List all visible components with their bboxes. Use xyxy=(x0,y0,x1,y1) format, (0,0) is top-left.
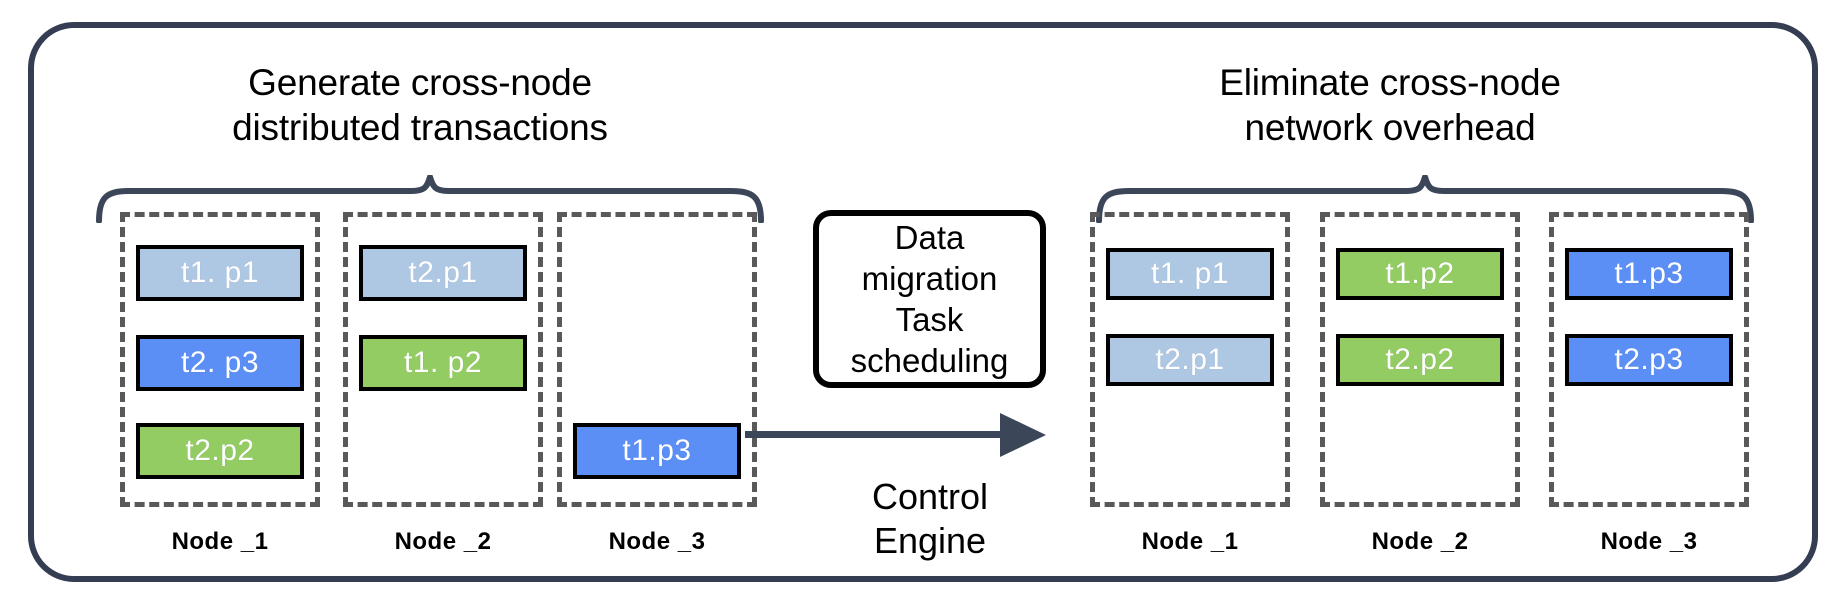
brace-left-icon xyxy=(96,175,764,223)
section-caption-before: Generate cross-node distributed transact… xyxy=(232,62,608,148)
migration-arrow-head-icon xyxy=(1000,413,1046,457)
tile-after-1-0: t1. p1 xyxy=(1106,248,1274,300)
tile-after-3-1: t2.p3 xyxy=(1565,334,1733,386)
tile-before-2-0: t2.p1 xyxy=(359,245,527,301)
control-engine-label: Control Engine xyxy=(871,476,989,561)
node-label-before-3: Node _3 xyxy=(608,528,706,555)
outer-frame xyxy=(28,22,1818,582)
node-label-before-2: Node _2 xyxy=(394,528,492,555)
node-box-after-2 xyxy=(1320,212,1520,507)
brace-right-icon xyxy=(1096,175,1754,223)
node-box-after-3 xyxy=(1549,212,1749,507)
node-box-before-1 xyxy=(120,212,320,507)
tile-after-3-0: t1.p3 xyxy=(1565,248,1733,300)
tile-before-1-0: t1. p1 xyxy=(136,245,304,301)
tile-after-2-0: t1.p2 xyxy=(1336,248,1504,300)
node-label-after-2: Node _2 xyxy=(1371,528,1469,555)
node-label-after-3: Node _3 xyxy=(1600,528,1698,555)
node-label-before-1: Node _1 xyxy=(171,528,269,555)
node-box-after-1 xyxy=(1090,212,1290,507)
node-label-after-1: Node _1 xyxy=(1141,528,1239,555)
tile-before-2-1: t1. p2 xyxy=(359,335,527,391)
tile-before-3-0: t1.p3 xyxy=(573,423,741,479)
node-box-before-3 xyxy=(557,212,757,507)
tile-after-2-1: t2.p2 xyxy=(1336,334,1504,386)
tile-after-1-1: t2.p1 xyxy=(1106,334,1274,386)
migration-arrow-line xyxy=(745,431,1007,438)
control-engine-box: Data migration Task scheduling xyxy=(813,210,1046,388)
section-caption-after: Eliminate cross-node network overhead xyxy=(1219,62,1561,148)
node-box-before-2 xyxy=(343,212,543,507)
tile-before-1-1: t2. p3 xyxy=(136,335,304,391)
tile-before-1-2: t2.p2 xyxy=(136,423,304,479)
